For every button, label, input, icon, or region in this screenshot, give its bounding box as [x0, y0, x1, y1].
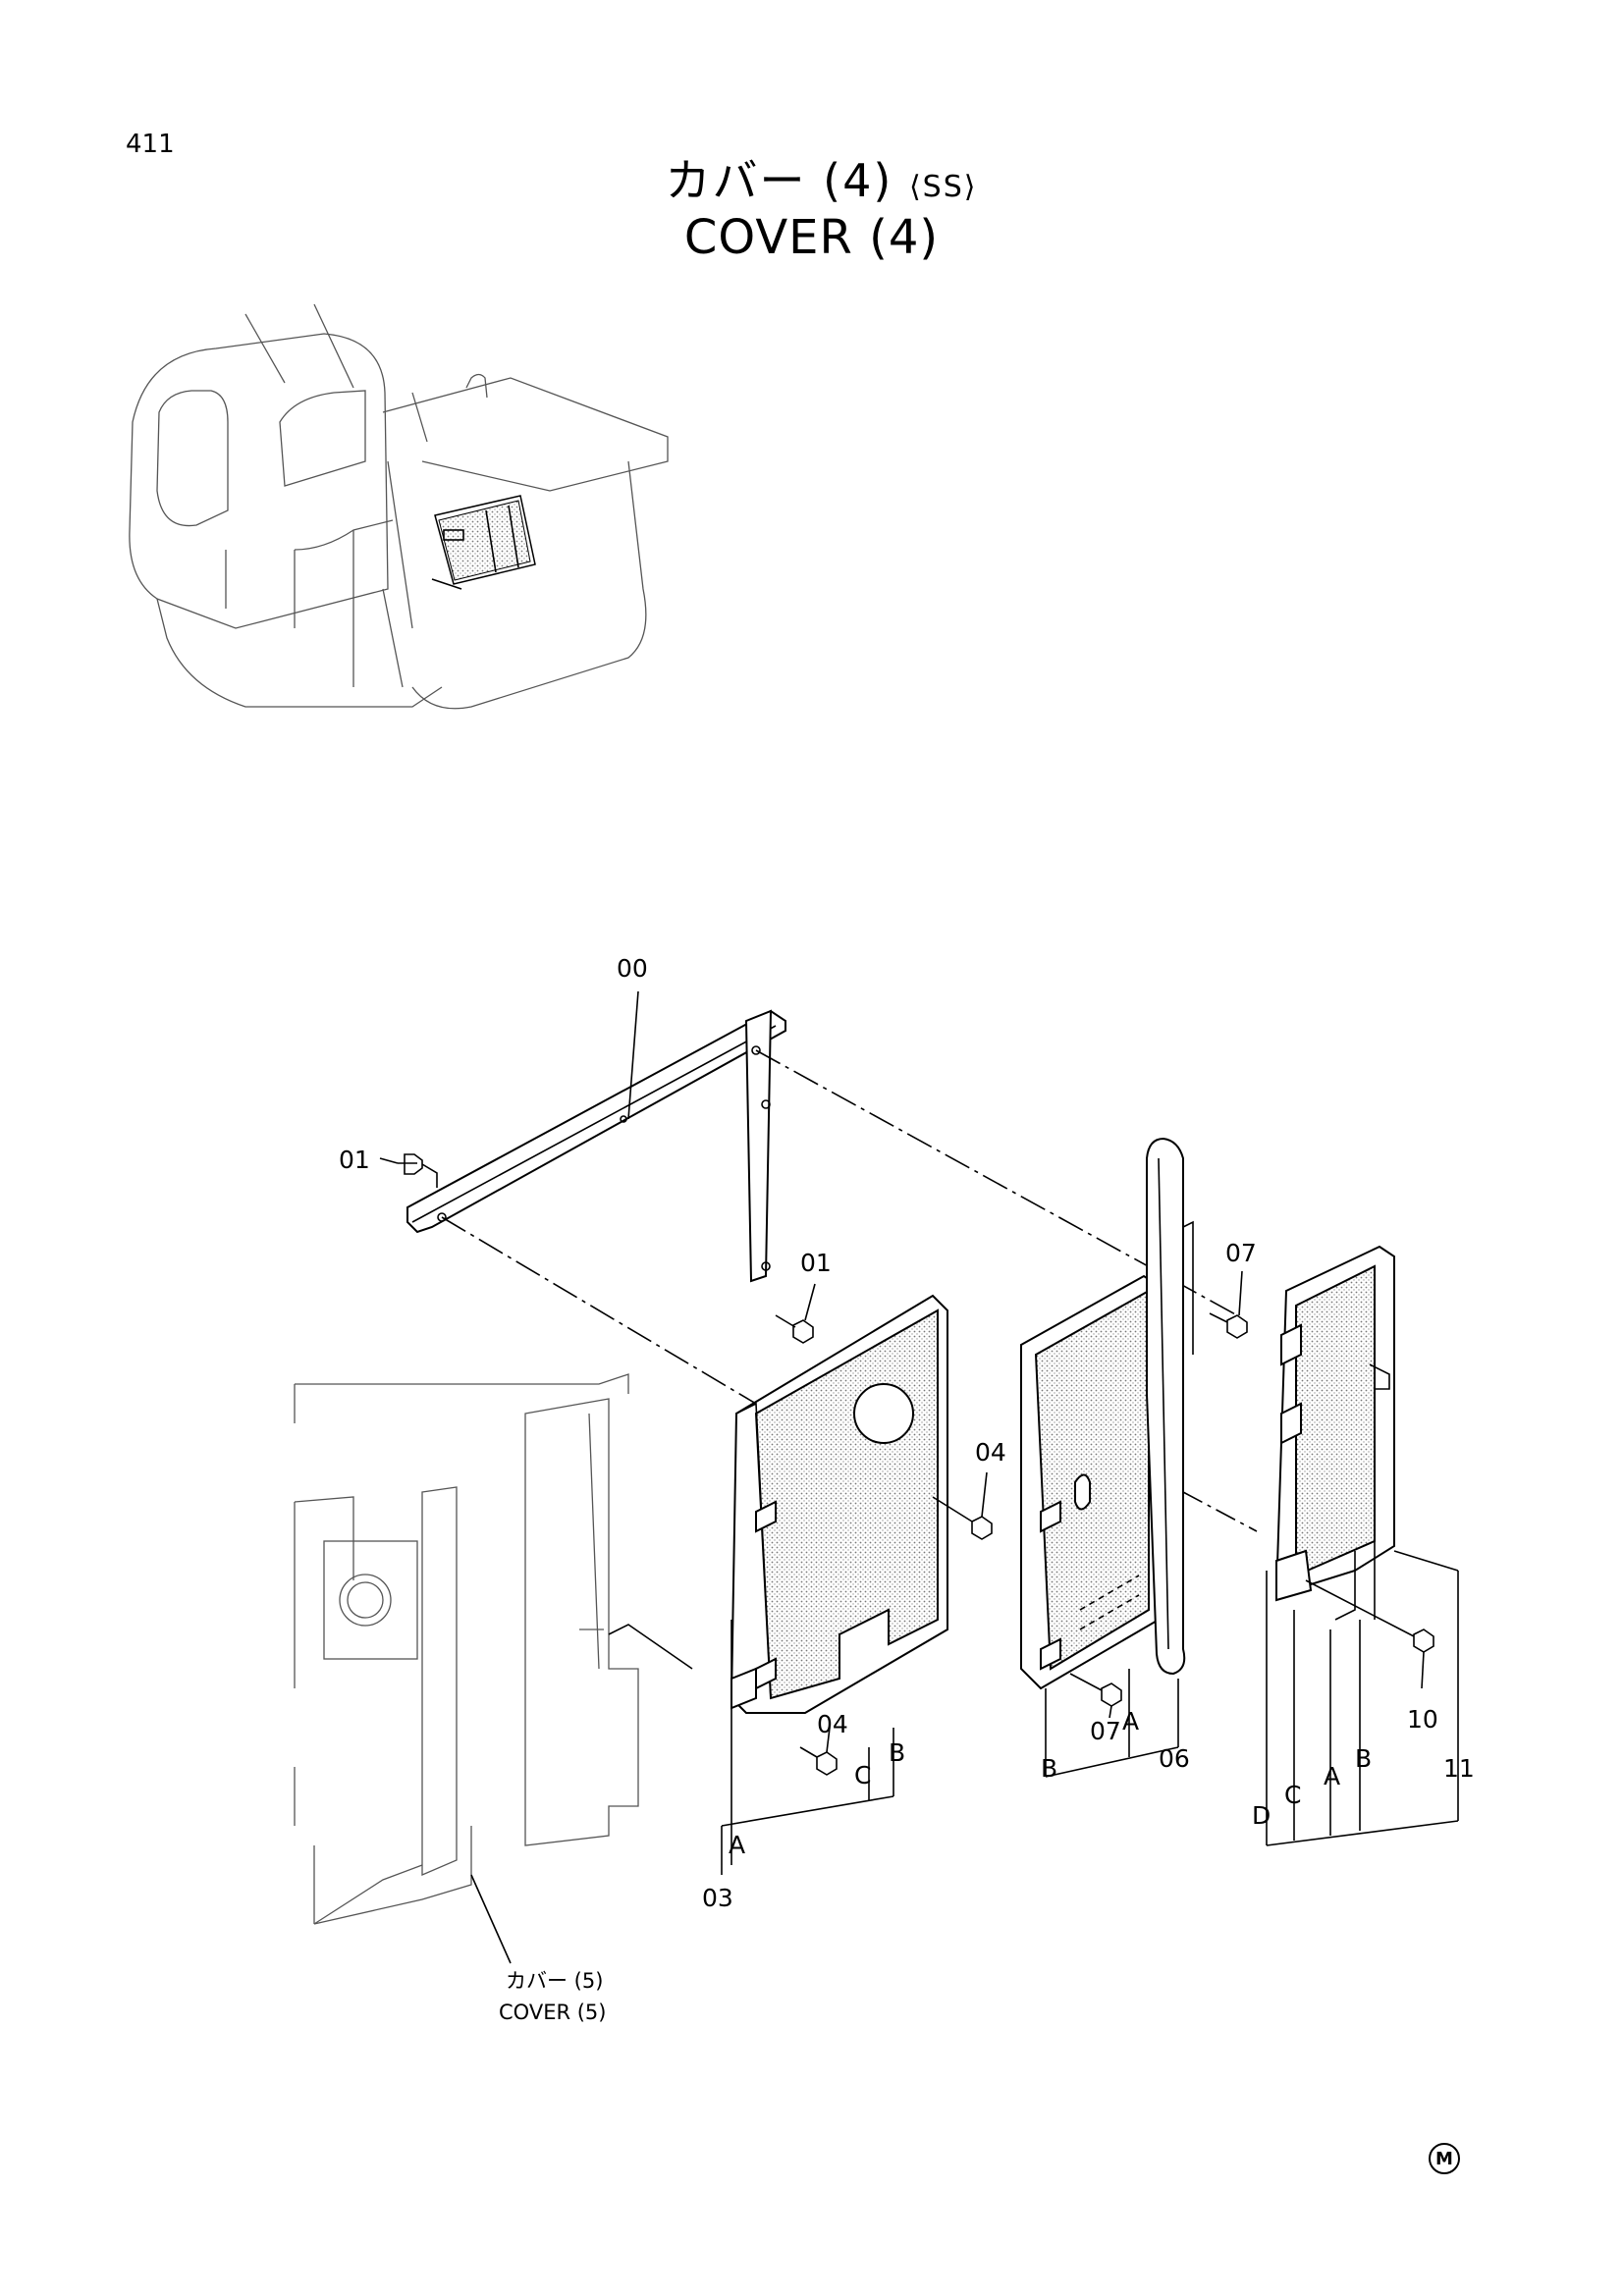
- callout-04-lower: 04: [817, 1710, 848, 1738]
- reference-cover-5-en: COVER (5): [499, 2001, 606, 2024]
- bolts: [398, 1153, 1434, 1776]
- seal-strip: [1146, 1137, 1258, 1676]
- letter-03-b: B: [889, 1738, 905, 1767]
- cover-panel-06: [1020, 1274, 1160, 1690]
- title-japanese: カバー (4) ⟨SS⟩: [0, 145, 1623, 210]
- letter-03-c: C: [854, 1761, 871, 1789]
- letter-11-b: B: [1355, 1744, 1372, 1773]
- title-english: COVER (4): [683, 210, 940, 265]
- callout-00: 00: [617, 954, 648, 983]
- callout-11: 11: [1443, 1754, 1475, 1783]
- letter-11-c: C: [1284, 1781, 1301, 1809]
- callout-07-upper: 07: [1225, 1239, 1257, 1267]
- callout-04-upper: 04: [975, 1438, 1006, 1467]
- callout-01-middle: 01: [800, 1249, 832, 1277]
- letter-03-a: A: [729, 1831, 745, 1859]
- letter-06-a: A: [1122, 1707, 1139, 1735]
- reference-cover-5-jp: カバー (5): [506, 1969, 603, 1993]
- cover-panel-11: [1274, 1245, 1395, 1621]
- letter-11-a: A: [1324, 1762, 1340, 1790]
- machine-overview: [129, 303, 669, 710]
- letter-06-b: B: [1041, 1754, 1057, 1783]
- callout-labels: 00 01 01 04 04 07 07 06 10 11 03 A C B B…: [339, 954, 1475, 2024]
- callout-03: 03: [702, 1884, 733, 1912]
- callout-07-lower: 07: [1090, 1717, 1121, 1745]
- callout-10: 10: [1407, 1705, 1438, 1734]
- page-number: 411: [126, 130, 175, 159]
- callout-06: 06: [1159, 1744, 1190, 1773]
- title-jp-text: カバー (4): [665, 154, 893, 207]
- variant-tag: ⟨SS⟩: [908, 170, 978, 204]
- cover-5-reference-panel: [294, 1373, 693, 1964]
- cover-panel-03: [730, 1294, 948, 1714]
- leader-lines: [379, 1157, 1459, 1875]
- m-mark-icon: M: [1429, 2143, 1460, 2174]
- letter-11-d: D: [1252, 1801, 1271, 1830]
- callout-01-left: 01: [339, 1146, 370, 1174]
